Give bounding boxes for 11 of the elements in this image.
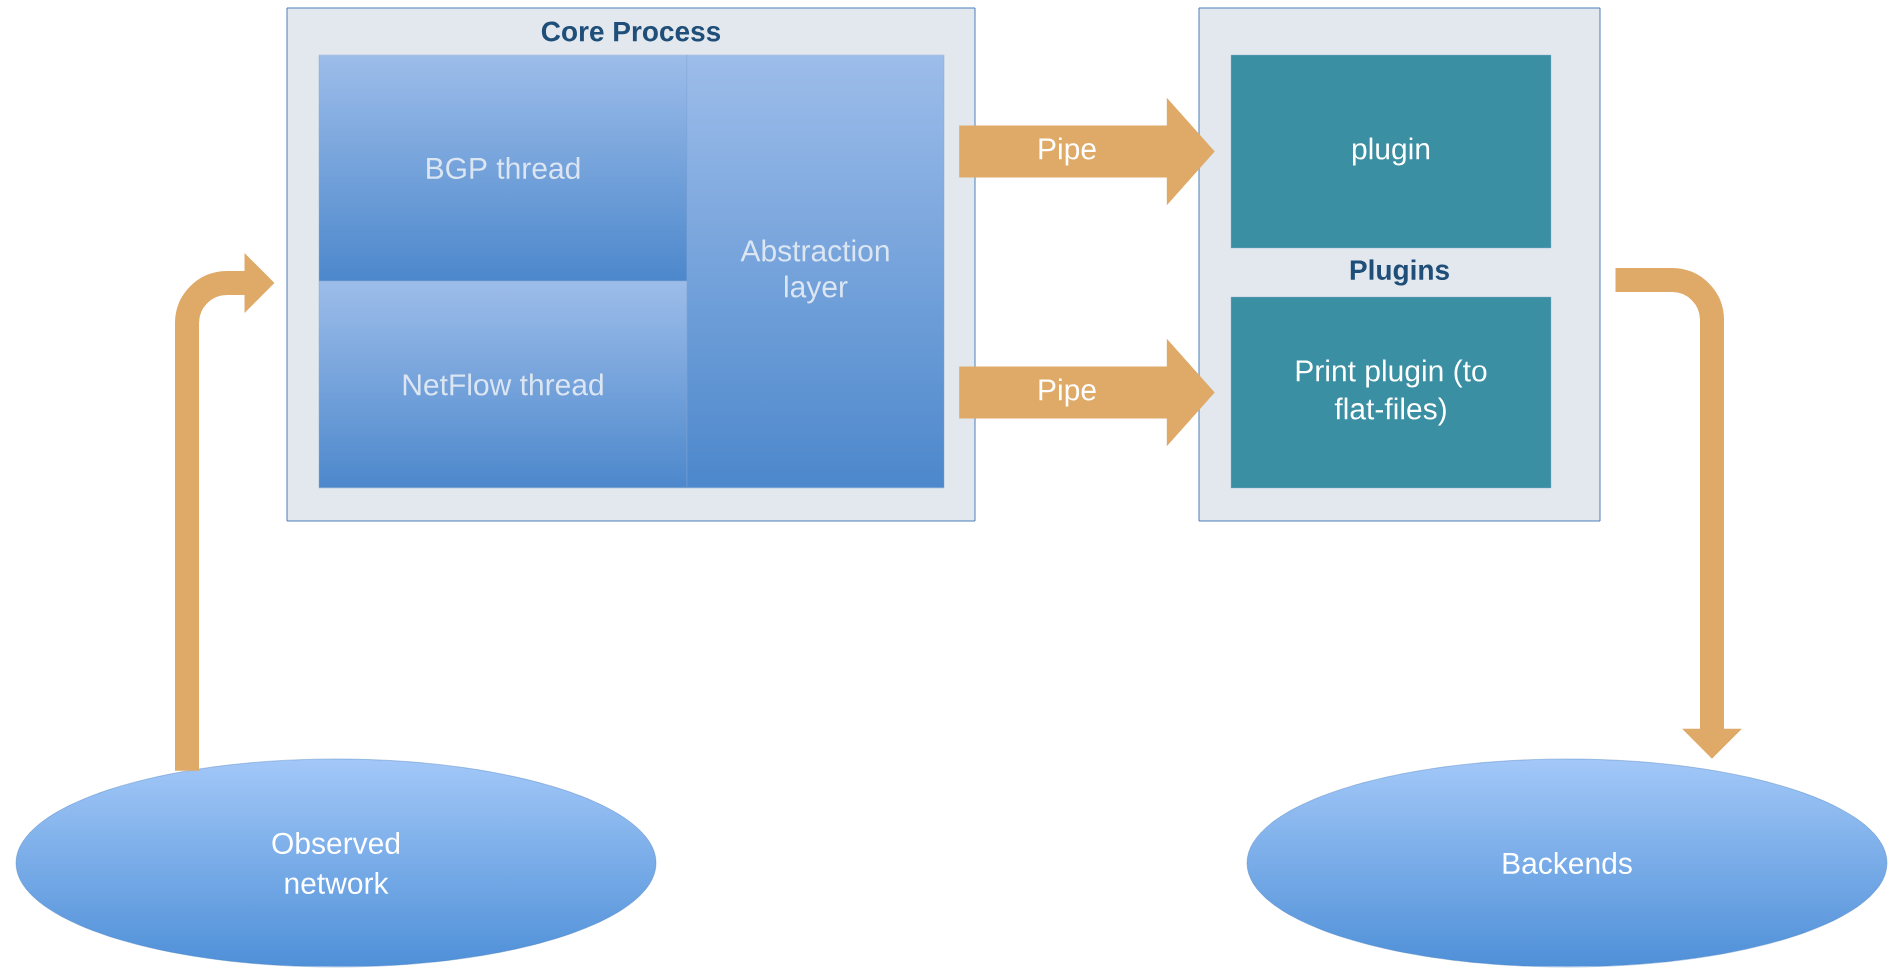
- group-heading: Core Process: [541, 21, 721, 42]
- plugin-box: plugin: [1230, 54, 1552, 249]
- process-box: Abstraction layer: [686, 54, 945, 489]
- process-box: NetFlow thread: [318, 280, 688, 489]
- ellipse-node: Observed network: [15, 758, 657, 968]
- edge-label: Pipe: [1036, 136, 1099, 167]
- ellipse-node: Backends: [1246, 758, 1888, 968]
- group-heading: Plugins: [1350, 259, 1449, 286]
- process-box: BGP thread: [318, 54, 688, 282]
- edge-label: Pipe: [1036, 377, 1099, 408]
- plugin-box: Print plugin (to flat-files): [1230, 296, 1552, 489]
